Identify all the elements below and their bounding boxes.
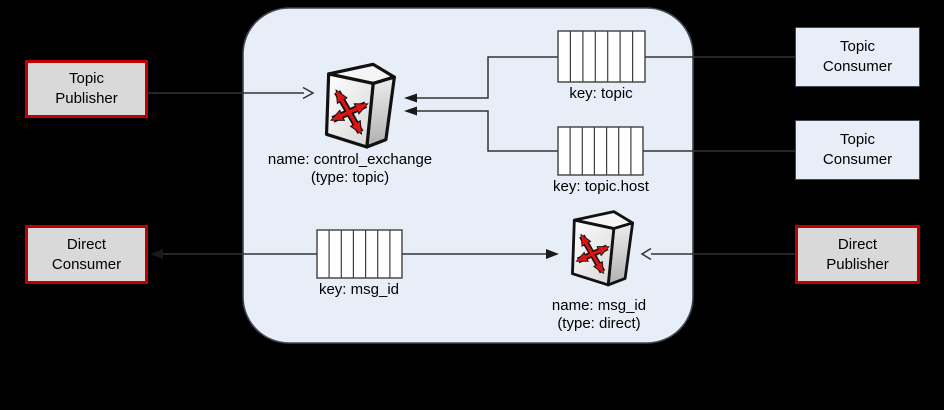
direct-consumer-label-line1: Direct	[66, 235, 107, 253]
control-exchange-name: name: control_exchange	[267, 151, 433, 168]
direct-exchange-type: (type: direct)	[557, 315, 641, 332]
topic-consumer-1-label-line2: Consumer	[822, 58, 893, 75]
queue-topic-label: key: topic	[569, 85, 633, 102]
queue-topichost-icon	[557, 126, 644, 176]
direct-exchange-icon	[571, 210, 635, 287]
topic-consumer-1-box: Topic Consumer	[795, 27, 920, 87]
arrowhead-into-direct-exchange-icon	[546, 249, 559, 259]
topic-consumer-2-label-line2: Consumer	[822, 151, 893, 168]
topic-publisher-box: Topic Publisher	[25, 60, 148, 118]
direct-exchange-name: name: msg_id	[551, 297, 647, 314]
control-exchange-label: name: control_exchange (type: topic)	[250, 151, 450, 187]
topic-publisher-label-line1: Topic	[68, 70, 105, 87]
queue-msgid-icon	[316, 229, 403, 279]
topic-consumer-1-label-line1: Topic	[839, 38, 876, 55]
filled-arrowheads	[150, 93, 559, 259]
queue-msgid-label: key: msg_id	[318, 281, 400, 298]
queue-topic-binding-line	[417, 56, 558, 99]
arrowhead-into-direct-consumer-icon	[150, 249, 163, 259]
direct-consumer-label-line2: Consumer	[51, 255, 122, 273]
control-exchange-type: (type: topic)	[310, 169, 390, 186]
open-arrowhead-right-icon	[302, 86, 315, 100]
topic-consumer-2-label-line1: Topic	[839, 131, 876, 148]
topic-publisher-label-line2: Publisher	[55, 90, 118, 107]
arrowhead-into-control-exchange-icon	[404, 93, 417, 103]
queue-topic-icon	[557, 30, 646, 83]
direct-publisher-box: Direct Publisher	[795, 225, 920, 284]
connector-lines	[148, 56, 796, 261]
direct-publisher-label-line2: Publisher	[826, 255, 889, 273]
topic-exchange-icon	[324, 62, 396, 149]
topic-consumer-2-box: Topic Consumer	[795, 120, 920, 180]
direct-consumer-box: Direct Consumer	[25, 225, 148, 284]
queue-topichost-binding-line	[417, 110, 558, 152]
arrowhead-into-control-exchange2-icon	[404, 106, 417, 116]
queue-topichost-label: key: topic.host	[553, 178, 649, 195]
open-arrowhead-left-icon	[640, 247, 652, 261]
direct-exchange-label: name: msg_id (type: direct)	[499, 297, 699, 333]
direct-publisher-label-line1: Direct	[837, 235, 878, 253]
